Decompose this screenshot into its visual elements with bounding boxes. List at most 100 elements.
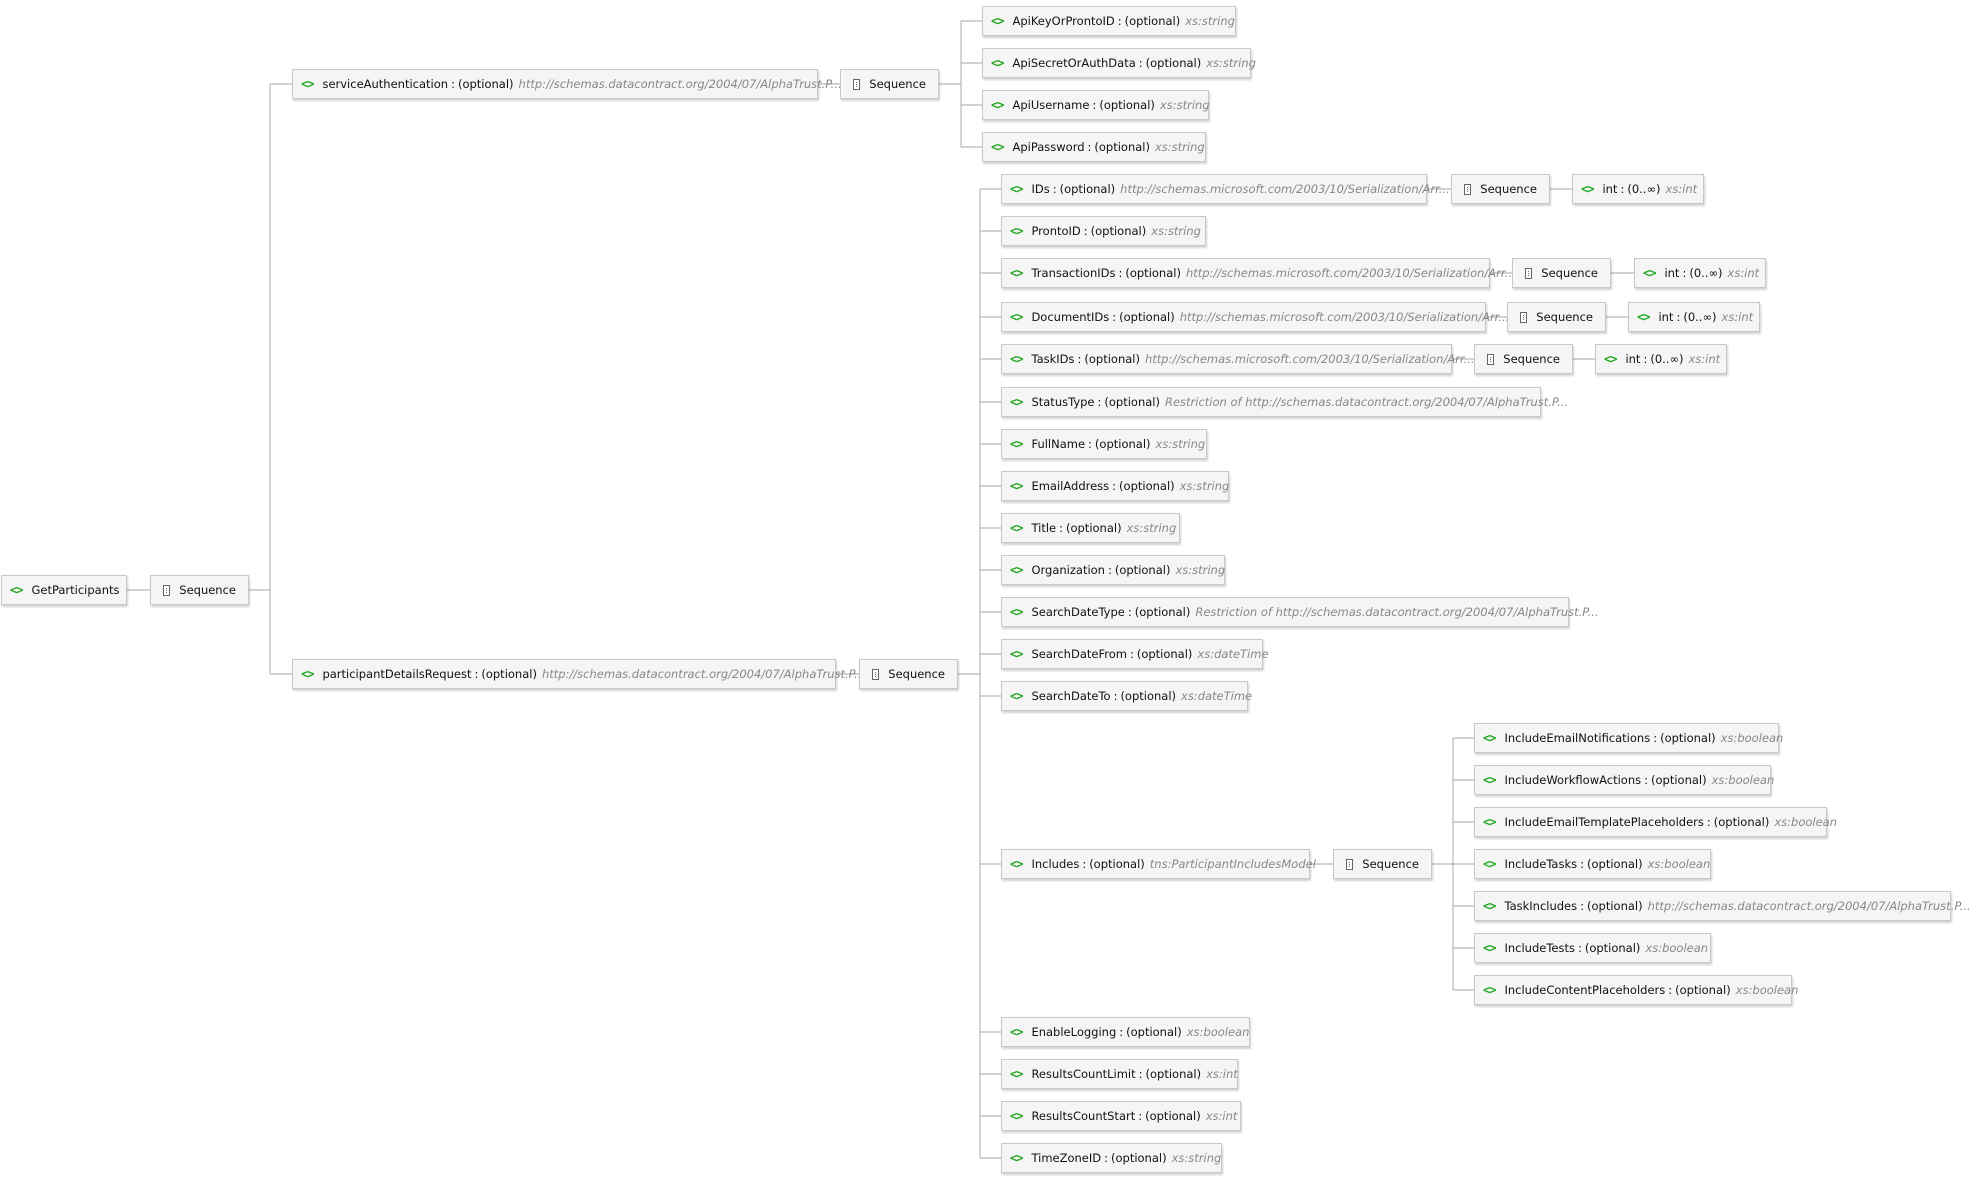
element-node-transaction-ids-int[interactable]: <>int:(0..∞)xs:int	[1634, 258, 1766, 288]
element-node-transaction-ids[interactable]: <>TransactionIDs:(optional)http://schema…	[1001, 258, 1516, 288]
element-node-ids[interactable]: <>IDs:(optional)http://schemas.microsoft…	[1001, 174, 1450, 204]
type-label: xs:string	[1179, 479, 1230, 493]
element-node-api-key-or-pronto-id[interactable]: <>ApiKeyOrProntoID:(optional)xs:string	[982, 6, 1236, 36]
element-node-include-tasks[interactable]: <>IncludeTasks:(optional)xs:boolean	[1474, 849, 1711, 879]
element-node-email-address[interactable]: <>EmailAddress:(optional)xs:string	[1001, 471, 1229, 501]
element-name: DocumentIDs	[1031, 310, 1110, 324]
separator-colon: :	[1112, 310, 1117, 324]
element-node-api-username[interactable]: <>ApiUsername:(optional)xs:string	[982, 90, 1210, 120]
element-node-api-password[interactable]: <>ApiPassword:(optional)xs:string	[982, 132, 1206, 162]
element-node-get-participants[interactable]: <>GetParticipants	[1, 575, 127, 605]
type-label: xs:int	[1205, 1109, 1238, 1123]
element-icon: <>	[1010, 182, 1023, 196]
element-node-includes[interactable]: <>Includes:(optional)tns:ParticipantIncl…	[1001, 849, 1316, 879]
element-node-enable-logging[interactable]: <>EnableLogging:(optional)xs:boolean	[1001, 1017, 1250, 1047]
element-icon: <>	[1010, 479, 1023, 493]
type-label: xs:dateTime	[1181, 689, 1253, 703]
element-node-include-email-notifications[interactable]: <>IncludeEmailNotifications:(optional)xs…	[1474, 723, 1783, 753]
type-label: xs:string	[1126, 521, 1177, 535]
element-node-ids-int[interactable]: <>int:(0..∞)xs:int	[1572, 174, 1704, 204]
occurrence: (optional)	[1145, 56, 1202, 70]
occurrence: (optional)	[1114, 563, 1171, 577]
element-node-time-zone-id[interactable]: <>TimeZoneID:(optional)xs:string	[1001, 1143, 1222, 1173]
sequence-label: Sequence	[1541, 266, 1598, 280]
element-name: IncludeEmailNotifications	[1504, 731, 1651, 745]
element-node-include-email-template-placeholders[interactable]: <>IncludeEmailTemplatePlaceholders:(opti…	[1474, 807, 1837, 837]
element-name: IncludeWorkflowActions	[1504, 773, 1642, 787]
element-name: int	[1602, 182, 1618, 196]
element-name: IncludeTasks	[1504, 857, 1578, 871]
occurrence: (optional)	[457, 77, 514, 91]
element-node-search-date-type[interactable]: <>SearchDateType:(optional)Restriction o…	[1001, 597, 1599, 627]
occurrence: (optional)	[481, 667, 537, 681]
element-name: IncludeTests	[1504, 941, 1575, 955]
element-node-search-date-from[interactable]: <>SearchDateFrom:(optional)xs:dateTime	[1001, 639, 1269, 669]
element-node-document-ids-int[interactable]: <>int:(0..∞)xs:int	[1628, 302, 1760, 332]
element-node-include-workflow-actions[interactable]: <>IncludeWorkflowActions:(optional)xs:bo…	[1474, 765, 1774, 795]
separator-colon: :	[1643, 352, 1648, 366]
type-label: xs:boolean	[1720, 731, 1784, 745]
occurrence: (optional)	[1094, 437, 1151, 451]
element-name: TransactionIDs	[1031, 266, 1116, 280]
type-label: xs:int	[1665, 182, 1698, 196]
occurrence: (optional)	[1059, 182, 1116, 196]
sequence-label: Sequence	[1362, 857, 1419, 871]
occurrence: (0..∞)	[1689, 266, 1723, 280]
type-label: xs:string	[1155, 140, 1205, 154]
element-node-task-includes[interactable]: <>TaskIncludes:(optional)http://schemas.…	[1474, 891, 1971, 921]
type-label: xs:string	[1185, 14, 1235, 28]
element-node-task-ids-int[interactable]: <>int:(0..∞)xs:int	[1595, 344, 1727, 374]
element-name: ApiUsername	[1012, 98, 1090, 112]
element-node-pronto-id[interactable]: <>ProntoID:(optional)xs:string	[1001, 216, 1206, 246]
element-node-service-authentication[interactable]: <>serviceAuthentication:(optional)http:/…	[292, 69, 842, 99]
element-node-results-count-limit[interactable]: <>ResultsCountLimit:(optional)xs:int	[1001, 1059, 1238, 1089]
element-node-search-date-to[interactable]: <>SearchDateTo:(optional)xs:dateTime	[1001, 681, 1252, 711]
element-name: Includes	[1031, 857, 1080, 871]
element-node-full-name[interactable]: <>FullName:(optional)xs:string	[1001, 429, 1207, 459]
sequence-label: Sequence	[179, 583, 236, 597]
occurrence: (optional)	[1587, 899, 1643, 913]
sequence-node-task-ids[interactable]: Sequence	[1474, 344, 1573, 374]
element-icon: <>	[1010, 224, 1023, 238]
sequence-node-ids[interactable]: Sequence	[1451, 174, 1550, 204]
element-node-participant-details-request[interactable]: <>participantDetailsRequest:(optional)ht…	[292, 659, 865, 689]
sequence-node-root[interactable]: Sequence	[150, 575, 249, 605]
sequence-icon	[163, 584, 171, 596]
element-node-organization[interactable]: <>Organization:(optional)xs:string	[1001, 555, 1225, 585]
separator-colon: :	[1682, 266, 1687, 280]
separator-colon: :	[1580, 899, 1585, 913]
element-node-api-secret-or-auth-data[interactable]: <>ApiSecretOrAuthData:(optional)xs:strin…	[982, 48, 1256, 78]
sequence-node-document-ids[interactable]: Sequence	[1507, 302, 1606, 332]
sequence-node-service-authentication[interactable]: Sequence	[840, 69, 939, 99]
sequence-icon	[1487, 353, 1495, 365]
sequence-node-participant-details-request[interactable]: Sequence	[859, 659, 958, 689]
type-label: xs:string	[1155, 437, 1206, 451]
occurrence: (0..∞)	[1627, 182, 1661, 196]
occurrence: (optional)	[1120, 689, 1177, 703]
element-icon: <>	[991, 14, 1004, 28]
element-node-results-count-start[interactable]: <>ResultsCountStart:(optional)xs:int	[1001, 1101, 1241, 1131]
separator-colon: :	[1088, 437, 1092, 451]
element-name: StatusType	[1031, 395, 1095, 409]
element-node-document-ids[interactable]: <>DocumentIDs:(optional)http://schemas.m…	[1001, 302, 1509, 332]
sequence-node-transaction-ids[interactable]: Sequence	[1512, 258, 1611, 288]
element-icon: <>	[1581, 182, 1594, 196]
type-label: xs:dateTime	[1197, 647, 1269, 661]
element-node-task-ids[interactable]: <>TaskIDs:(optional)http://schemas.micro…	[1001, 344, 1475, 374]
element-icon: <>	[1483, 899, 1496, 913]
separator-colon: :	[1644, 773, 1649, 787]
separator-colon: :	[1138, 1109, 1143, 1123]
sequence-icon	[1520, 311, 1528, 323]
occurrence: (optional)	[1126, 1025, 1182, 1039]
element-node-title[interactable]: <>Title:(optional)xs:string	[1001, 513, 1180, 543]
occurrence: (optional)	[1660, 731, 1716, 745]
type-label: http://schemas.microsoft.com/2003/10/Ser…	[1144, 352, 1475, 366]
type-label: xs:int	[1721, 310, 1754, 324]
element-name: SearchDateTo	[1031, 689, 1111, 703]
element-node-include-tests[interactable]: <>IncludeTests:(optional)xs:boolean	[1474, 933, 1711, 963]
sequence-node-includes[interactable]: Sequence	[1333, 849, 1432, 879]
type-label: xs:boolean	[1647, 857, 1711, 871]
element-node-status-type[interactable]: <>StatusType:(optional)Restriction of ht…	[1001, 387, 1568, 417]
element-node-include-content-placeholders[interactable]: <>IncludeContentPlaceholders:(optional)x…	[1474, 975, 1798, 1005]
